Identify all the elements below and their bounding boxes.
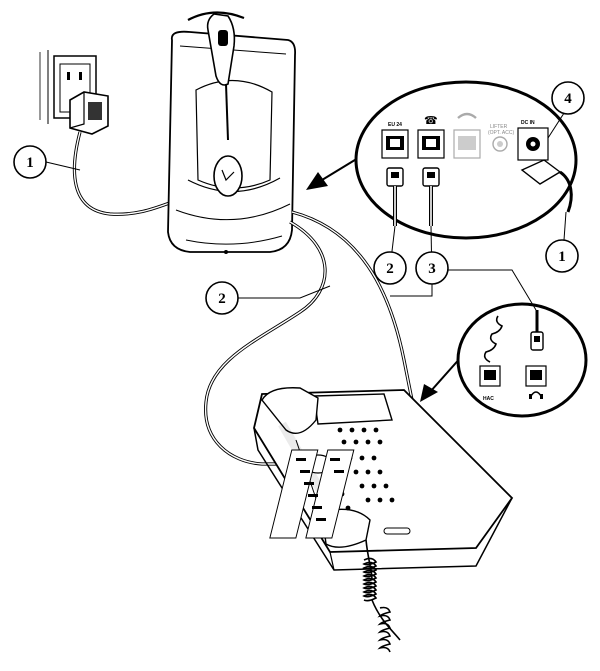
power-cord-left xyxy=(72,131,179,216)
port-label-lifter-opt: (OPT. ACC) xyxy=(488,130,514,136)
callout-2-cable: 2 xyxy=(205,281,239,315)
callout-4: 4 xyxy=(551,81,585,115)
port-label-eu24: EU 24 xyxy=(388,122,402,128)
svg-text:2: 2 xyxy=(218,291,226,307)
headset xyxy=(187,11,245,197)
svg-text:3: 3 xyxy=(428,261,436,277)
svg-text:1: 1 xyxy=(558,249,566,265)
base-port-zoom xyxy=(354,80,578,240)
svg-text:4: 4 xyxy=(564,91,572,107)
desk-phone xyxy=(253,387,514,571)
port-label-dc-in: DC IN xyxy=(521,120,535,126)
handset-coil-cord xyxy=(362,539,401,653)
callout-2-port: 2 xyxy=(373,251,407,285)
power-adapter xyxy=(69,91,109,135)
port-label-lifter: LIFTER xyxy=(490,124,508,130)
callout-1-right: 1 xyxy=(545,239,579,273)
svg-text:2: 2 xyxy=(386,261,394,277)
headset-base xyxy=(167,30,297,254)
callout-1-left: 1 xyxy=(13,145,47,179)
svg-text:1: 1 xyxy=(26,155,34,171)
phone-icon: ☎ xyxy=(424,115,438,127)
phone-port-zoom xyxy=(456,302,588,418)
port-label-hac: HAC xyxy=(483,396,494,402)
callout-3: 3 xyxy=(415,251,449,285)
